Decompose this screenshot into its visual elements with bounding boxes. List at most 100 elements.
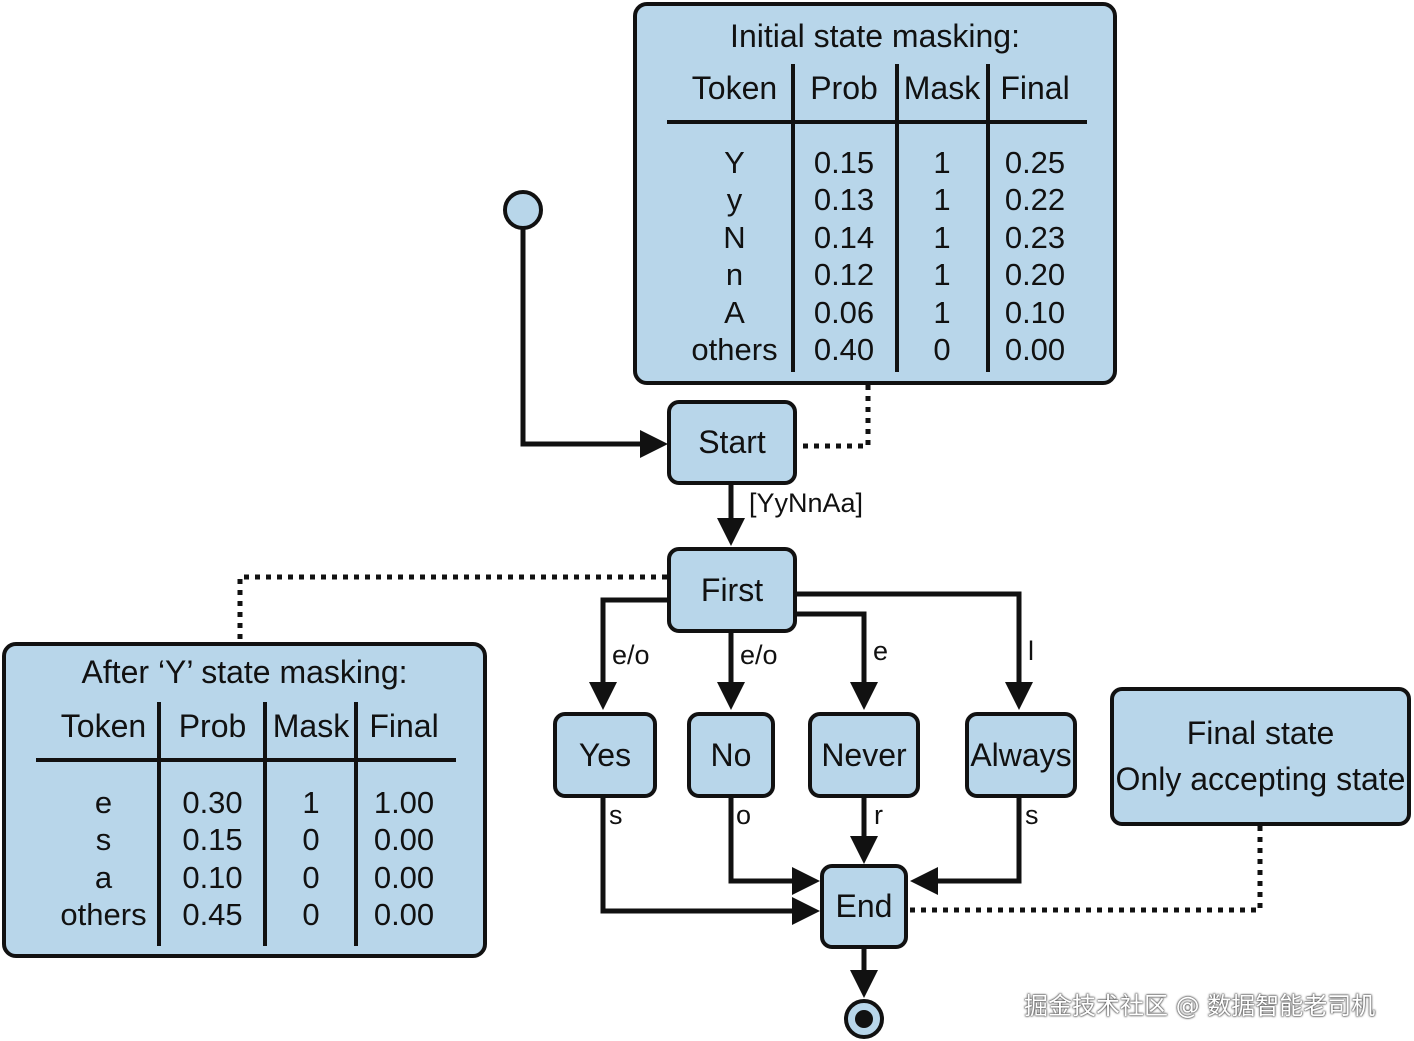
initial-state-masking-panel: Initial state masking: Token Prob Mask F…	[633, 2, 1117, 385]
initial-cell: n	[725, 257, 744, 292]
arrow-never-end	[850, 836, 878, 864]
initial-cell: N	[723, 220, 746, 255]
initial-table-title: Initial state masking:	[730, 18, 1020, 54]
initial-cell: 0.25	[1004, 145, 1066, 180]
after-y-state-masking-panel: After ‘Y’ state masking: Token Prob Mask…	[2, 642, 487, 958]
edge-always-end	[934, 798, 1022, 884]
edge-label-never-end: r	[874, 800, 883, 830]
state-no: No	[687, 712, 775, 798]
edge-label-yes-end: s	[609, 800, 623, 830]
after-y-header-final: Final	[369, 708, 439, 744]
after-y-cell: 0	[302, 822, 320, 857]
initial-cell: 1	[933, 182, 951, 217]
initial-cell: 1	[933, 295, 951, 330]
after-y-cell: 0.15	[182, 822, 243, 857]
after-y-col-divider	[157, 702, 161, 946]
initial-cell: y	[726, 182, 743, 217]
initial-cell: 0.40	[813, 332, 875, 367]
after-y-cell: a	[94, 860, 113, 895]
state-yes: Yes	[553, 712, 657, 798]
after-y-cell: others	[60, 897, 147, 932]
arrow-first-yes	[589, 682, 617, 710]
initial-cell: 0.10	[1004, 295, 1066, 330]
initial-cell: Y	[724, 145, 745, 180]
initial-cell: 0	[933, 332, 951, 367]
initial-cell: 1	[933, 145, 951, 180]
after-y-header-rule	[36, 758, 456, 762]
state-first: First	[667, 547, 797, 633]
after-y-cell: 1.00	[373, 785, 435, 820]
state-start: Start	[667, 400, 797, 485]
final-state-note-line2: Only accepting state	[1115, 761, 1406, 797]
initial-col-divider	[986, 64, 990, 372]
edge-initial-start	[520, 228, 644, 447]
initial-cell: 1	[933, 220, 951, 255]
initial-state-marker	[503, 190, 543, 230]
after-y-cell: 0.00	[373, 822, 435, 857]
initial-col-divider	[895, 64, 899, 372]
initial-cell: 0.15	[813, 145, 875, 180]
after-y-cell: 0.00	[373, 860, 435, 895]
edge-label-first-yes: e/o	[612, 640, 650, 670]
initial-cell: 0.12	[813, 257, 875, 292]
after-y-cell: e	[94, 785, 113, 820]
initial-header-mask: Mask	[903, 70, 981, 106]
initial-header-prob: Prob	[810, 70, 878, 106]
arrow-initial-start	[640, 430, 668, 458]
initial-cell: 1	[933, 257, 951, 292]
arrow-no-end	[792, 867, 820, 895]
after-y-col-divider	[354, 702, 358, 946]
after-y-cell: 0.00	[373, 897, 435, 932]
initial-cell: 0.06	[813, 295, 875, 330]
edge-label-no-end: o	[736, 800, 752, 830]
after-y-cell: 0.10	[182, 860, 243, 895]
initial-cell: 0.00	[1004, 332, 1066, 367]
final-state-note-line1: Final state	[1186, 715, 1335, 751]
edge-label-first-never: e	[873, 636, 889, 666]
after-y-cell: 0	[302, 897, 320, 932]
edge-label-start-first: [YyNnAa]	[749, 488, 864, 518]
arrow-first-no	[717, 682, 745, 710]
arrow-start-first	[717, 518, 745, 546]
state-never: Never	[808, 712, 920, 798]
note-connector-final	[908, 826, 1263, 913]
after-y-cell: 1	[302, 785, 320, 820]
initial-cell: A	[724, 295, 745, 330]
edge-yes-end	[600, 798, 796, 914]
edge-label-first-no: e/o	[740, 640, 778, 670]
after-y-cell: 0	[302, 860, 320, 895]
after-y-table-title: After ‘Y’ state masking:	[81, 654, 408, 690]
initial-cell: 0.22	[1004, 182, 1066, 217]
initial-cell: 0.14	[813, 220, 875, 255]
initial-cell: 0.23	[1004, 220, 1066, 255]
edge-first-yes	[600, 597, 667, 686]
initial-col-divider	[791, 64, 795, 372]
edge-label-always-end: s	[1025, 800, 1039, 830]
after-y-header-prob: Prob	[178, 708, 247, 744]
arrow-end-final	[850, 970, 878, 998]
initial-header-rule	[667, 120, 1087, 124]
final-state-marker-core	[855, 1010, 873, 1028]
after-y-cell: s	[95, 822, 112, 857]
edge-first-never	[797, 611, 867, 686]
note-connector-initial	[797, 385, 871, 449]
edge-label-first-always: l	[1028, 636, 1034, 666]
arrow-first-always	[1005, 682, 1033, 710]
after-y-col-divider	[263, 702, 267, 946]
initial-cell: 0.13	[813, 182, 875, 217]
final-state-note: Final state Only accepting state	[1110, 687, 1411, 826]
initial-header-final: Final	[1000, 70, 1070, 106]
state-end: End	[820, 864, 908, 949]
arrow-yes-end	[792, 897, 820, 925]
arrow-first-never	[850, 682, 878, 710]
arrow-always-end	[910, 867, 938, 895]
after-y-cell: 0.30	[182, 785, 243, 820]
edge-first-always	[797, 591, 1022, 686]
initial-cell: 0.20	[1004, 257, 1066, 292]
state-always: Always	[965, 712, 1077, 798]
initial-cell: others	[691, 332, 778, 367]
watermark-text: 掘金技术社区 @ 数据智能老司机	[1024, 992, 1376, 1020]
after-y-cell: 0.45	[182, 897, 243, 932]
after-y-header-mask: Mask	[272, 708, 350, 744]
